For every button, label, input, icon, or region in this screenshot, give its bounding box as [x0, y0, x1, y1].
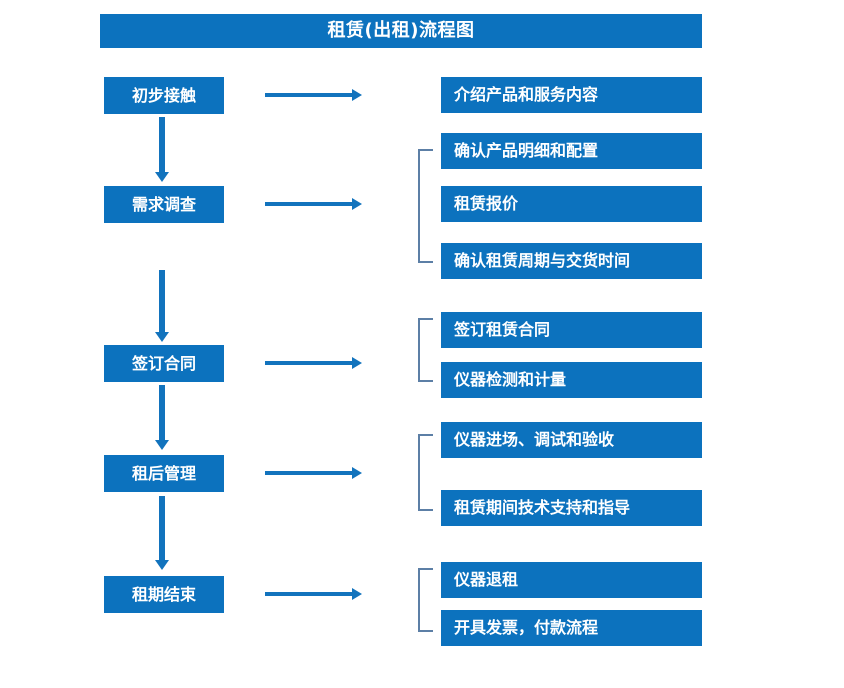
detail-node-2-3-label: 确认租赁周期与交货时间: [454, 251, 631, 270]
stage-node-5[interactable]: 租期结束: [104, 576, 224, 613]
stage-node-4-label: 租后管理: [131, 463, 196, 483]
detail-node-2-2[interactable]: 租赁报价: [441, 186, 702, 222]
arrow-shaft: [159, 496, 165, 560]
detail-node-2-1-label: 确认产品明细和配置: [454, 141, 599, 160]
flow-arrow-down-4: [155, 496, 169, 570]
group-bracket-2: [418, 149, 433, 263]
diagram-title-bar: 租赁(出租)流程图: [100, 14, 702, 48]
group-bracket-3: [418, 318, 433, 382]
arrow-head: [352, 467, 362, 479]
arrow-shaft: [265, 93, 352, 97]
detail-node-1-1[interactable]: 介绍产品和服务内容: [441, 77, 702, 113]
stage-node-2[interactable]: 需求调查: [104, 186, 224, 223]
detail-node-2-2-label: 租赁报价: [454, 194, 519, 213]
flow-arrow-down-1: [155, 117, 169, 182]
detail-node-3-1[interactable]: 签订租赁合同: [441, 312, 702, 348]
arrow-shaft: [265, 592, 352, 596]
arrow-shaft: [159, 385, 165, 440]
arrow-shaft: [159, 117, 165, 172]
stage-node-4[interactable]: 租后管理: [104, 455, 224, 492]
arrow-shaft: [265, 202, 352, 206]
detail-node-4-1[interactable]: 仪器进场、调试和验收: [441, 422, 702, 458]
arrow-head: [155, 440, 169, 450]
flow-arrow-right-3: [265, 357, 362, 369]
detail-node-1-1-label: 介绍产品和服务内容: [454, 85, 599, 104]
detail-node-5-2[interactable]: 开具发票，付款流程: [441, 610, 702, 646]
detail-node-4-1-label: 仪器进场、调试和验收: [454, 430, 615, 449]
stage-node-1[interactable]: 初步接触: [104, 77, 224, 114]
stage-node-2-label: 需求调查: [131, 194, 196, 214]
flow-arrow-right-5: [265, 588, 362, 600]
group-bracket-5: [418, 568, 433, 632]
arrow-head: [352, 89, 362, 101]
arrow-head: [352, 588, 362, 600]
flow-arrow-right-4: [265, 467, 362, 479]
detail-node-2-1[interactable]: 确认产品明细和配置: [441, 133, 702, 169]
arrow-head: [155, 560, 169, 570]
flow-arrow-right-1: [265, 89, 362, 101]
detail-node-3-2-label: 仪器检测和计量: [454, 370, 567, 389]
stage-node-1-label: 初步接触: [131, 85, 196, 105]
flow-arrow-right-2: [265, 198, 362, 210]
stage-node-5-label: 租期结束: [131, 584, 196, 604]
detail-node-4-2[interactable]: 租赁期间技术支持和指导: [441, 490, 702, 526]
detail-node-3-2[interactable]: 仪器检测和计量: [441, 362, 702, 398]
arrow-head: [352, 198, 362, 210]
flow-arrow-down-2: [155, 270, 169, 342]
arrow-head: [155, 172, 169, 182]
arrow-shaft: [159, 270, 165, 332]
detail-node-3-1-label: 签订租赁合同: [454, 320, 551, 339]
diagram-title: 租赁(出租)流程图: [327, 20, 475, 41]
arrow-shaft: [265, 471, 352, 475]
stage-node-3-label: 签订合同: [131, 353, 196, 373]
detail-node-2-3[interactable]: 确认租赁周期与交货时间: [441, 243, 702, 279]
arrow-shaft: [265, 361, 352, 365]
stage-node-3[interactable]: 签订合同: [104, 345, 224, 382]
detail-node-4-2-label: 租赁期间技术支持和指导: [454, 498, 631, 517]
arrow-head: [352, 357, 362, 369]
detail-node-5-1-label: 仪器退租: [454, 570, 519, 589]
group-bracket-4: [418, 434, 433, 511]
arrow-head: [155, 332, 169, 342]
detail-node-5-1[interactable]: 仪器退租: [441, 562, 702, 598]
flow-arrow-down-3: [155, 385, 169, 450]
detail-node-5-2-label: 开具发票，付款流程: [454, 618, 599, 637]
